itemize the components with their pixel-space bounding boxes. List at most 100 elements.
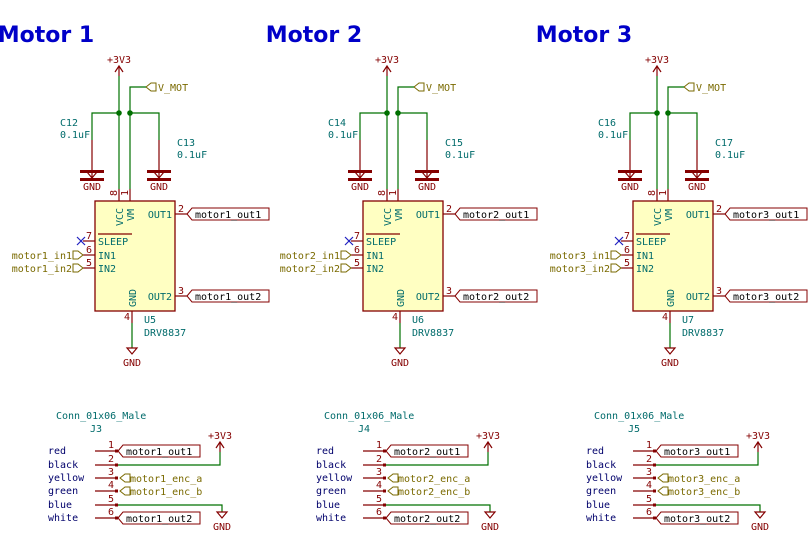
ground-triangle xyxy=(690,171,704,179)
connector-ref: J5 xyxy=(628,424,640,435)
label-flag xyxy=(724,207,808,221)
ground-label: GND xyxy=(213,522,231,533)
junction-dot xyxy=(116,110,122,116)
wire-color-label: white xyxy=(586,513,616,524)
pin-name: IN1 xyxy=(636,251,654,262)
ground-label: GND xyxy=(83,182,101,193)
net-label-text: motor3_out1 xyxy=(733,210,799,221)
net-label-enc: motor3_enc_a xyxy=(657,473,740,485)
pin-number: 5 xyxy=(86,258,92,269)
power-vcc-label: +3V3 xyxy=(645,55,669,66)
net-label-text: motor2_enc_b xyxy=(398,487,470,498)
driver-ic-body xyxy=(94,200,176,312)
net-label-text: motor1_out1 xyxy=(126,447,192,458)
pin-number: 3 xyxy=(178,286,184,297)
cap-value: 0.1uF xyxy=(598,130,628,141)
label-flag xyxy=(657,486,669,496)
net-label-out: motor3_out1 xyxy=(724,207,808,221)
cap-ref: C15 xyxy=(445,138,463,149)
wire xyxy=(398,112,428,140)
pin-name: OUT1 xyxy=(416,210,440,221)
junction-dot xyxy=(384,110,390,116)
ground-label: GND xyxy=(751,522,769,533)
net-label-text: motor1_in1 xyxy=(12,251,72,262)
wire xyxy=(397,86,414,189)
no-connect-mark xyxy=(76,236,86,246)
ic-value: DRV8837 xyxy=(682,328,724,339)
power-symbol-vcc: +3V3 xyxy=(375,55,399,76)
power-symbol-vcc: +3V3 xyxy=(208,431,232,452)
connector-pin-end xyxy=(115,476,118,480)
net-label-in: motor2_in1 xyxy=(280,250,352,262)
power-arrow xyxy=(215,440,225,449)
connector-pin-end xyxy=(115,503,118,507)
net-label-text: motor1_out2 xyxy=(126,514,192,525)
wire-color-label: blue xyxy=(586,500,610,511)
connector-pin-end xyxy=(383,516,386,520)
wire-color-label: yellow xyxy=(316,473,353,484)
wire-color-label: red xyxy=(48,446,66,457)
power-arrow xyxy=(483,440,493,449)
capacitor xyxy=(618,140,642,181)
pin-number: 6 xyxy=(376,507,382,518)
net-label-text: motor1_out2 xyxy=(195,292,261,303)
pin-number: 4 xyxy=(646,480,652,491)
ic-ref: U5 xyxy=(144,315,156,326)
net-label-enc: motor2_enc_b xyxy=(387,486,470,498)
wire-color-label: red xyxy=(316,446,334,457)
wire-color-label: yellow xyxy=(48,473,85,484)
ground-label: GND xyxy=(391,358,409,369)
pin-name: VM xyxy=(394,209,405,221)
vmot-flag xyxy=(683,82,695,92)
net-label-in: motor3_in2 xyxy=(550,263,622,275)
motor-title: Motor 2 xyxy=(266,23,362,48)
connector-pin-end xyxy=(653,489,656,493)
net-label-in: motor1_in2 xyxy=(12,263,84,275)
pin-name: IN2 xyxy=(636,264,654,275)
pin-number: 1 xyxy=(646,440,652,451)
wire-color-label: red xyxy=(586,446,604,457)
pin-number: 4 xyxy=(376,480,382,491)
ic-ref: U6 xyxy=(412,315,424,326)
label-flag xyxy=(119,473,131,483)
net-label-out: motor1_out1 xyxy=(186,207,270,221)
wire-color-label: white xyxy=(316,513,346,524)
connector-pin-end xyxy=(653,449,656,453)
pin-name: VM xyxy=(664,209,675,221)
label-flag xyxy=(724,289,808,303)
net-label-out: motor3_out2 xyxy=(724,289,808,303)
ground-symbol: GND xyxy=(150,171,168,193)
pin-number: 2 xyxy=(108,454,114,465)
label-flag xyxy=(610,250,622,260)
pin-name: SLEEP xyxy=(636,237,666,248)
label-flag xyxy=(387,473,399,483)
pin-name: VM xyxy=(126,209,137,221)
junction-dot xyxy=(395,110,401,116)
net-label-text: motor2_out1 xyxy=(463,210,529,221)
net-label-out: motor2_out1 xyxy=(454,207,538,221)
ground-triangle xyxy=(420,171,434,179)
label-flag xyxy=(454,289,538,303)
pin-name: IN1 xyxy=(366,251,384,262)
pin-number: 5 xyxy=(354,258,360,269)
ground-triangle xyxy=(85,171,99,179)
connector-pin-end xyxy=(115,516,118,520)
pin-number: 4 xyxy=(124,312,130,323)
net-label-text: motor3_in2 xyxy=(550,264,610,275)
pin-number: 3 xyxy=(376,467,382,478)
connector-pin-end xyxy=(653,476,656,480)
pin-number: 3 xyxy=(108,467,114,478)
wire-color-label: green xyxy=(48,486,78,497)
power-symbol-vcc: +3V3 xyxy=(107,55,131,76)
pin-name: OUT1 xyxy=(686,210,710,221)
pin-number: 3 xyxy=(446,286,452,297)
net-label-text: motor3_enc_b xyxy=(668,487,740,498)
connector-pin-row: red 1 xyxy=(316,440,386,457)
power-vcc-label: +3V3 xyxy=(476,431,500,442)
net-label-text: motor2_in2 xyxy=(280,264,340,275)
pin-number: 1 xyxy=(376,440,382,451)
ground-triangle xyxy=(125,347,139,355)
